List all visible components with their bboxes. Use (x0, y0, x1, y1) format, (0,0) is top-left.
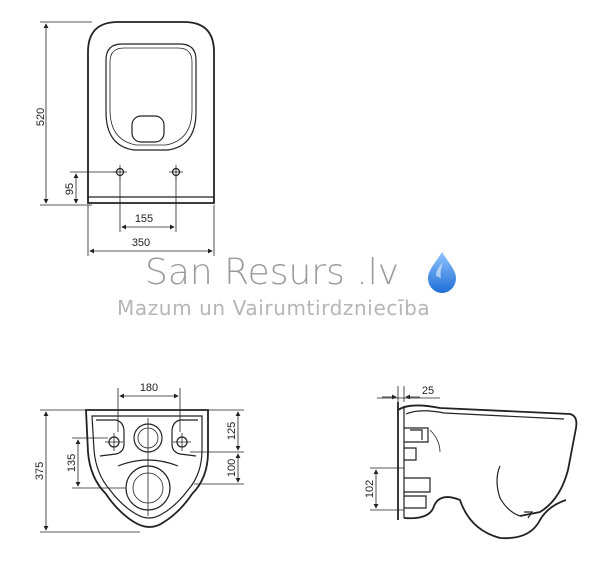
dim-front-upper: 125 (226, 422, 238, 440)
watermark: San Resurs .lv Mazum un Vairumtirdzniecī… (117, 252, 456, 320)
water-drop-icon (428, 252, 456, 293)
dim-front-left: 135 (66, 454, 78, 472)
dim-top-width: 350 (132, 237, 150, 249)
dim-front-height: 375 (34, 462, 46, 480)
dim-side-depth: 25 (422, 385, 434, 397)
dim-side-height: 102 (364, 480, 376, 498)
watermark-tagline: Mazum un Vairumtirdzniecība (117, 296, 430, 320)
dim-front-fix-spacing: 180 (140, 382, 158, 394)
top-view: 520 95 155 350 (35, 21, 215, 256)
front-view: 180 375 135 125 100 (34, 382, 244, 533)
dim-front-lower: 100 (226, 459, 238, 477)
side-view: 25 102 (364, 385, 578, 540)
watermark-brand: San Resurs .lv (145, 252, 399, 293)
dim-top-fix-spacing: 155 (135, 213, 153, 225)
dim-top-fix-height: 95 (64, 183, 76, 195)
dim-top-height: 520 (35, 108, 47, 126)
